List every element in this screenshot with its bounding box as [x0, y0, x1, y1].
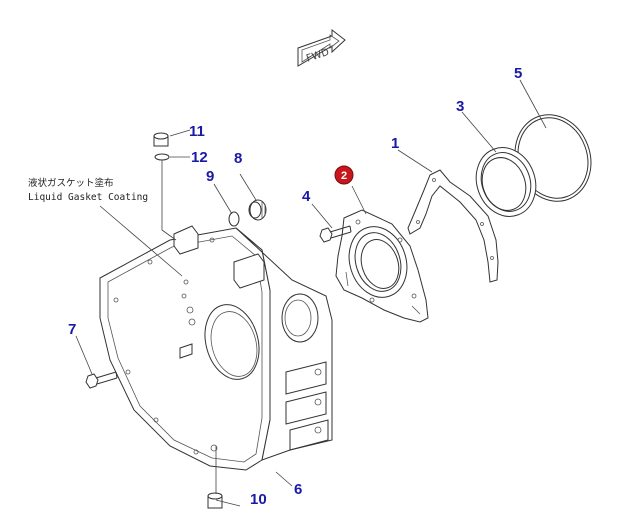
- plug-icon: [248, 199, 267, 221]
- highlight-badge: 2: [334, 165, 354, 185]
- callout-8: 8: [234, 150, 242, 167]
- note-english: Liquid Gasket Coating: [28, 192, 148, 203]
- callout-1: 1: [391, 135, 399, 152]
- liquid-gasket-note: 液状ガスケット塗布 Liquid Gasket Coating: [28, 177, 148, 203]
- callout-7: 7: [68, 321, 76, 338]
- callout-10: 10: [250, 491, 267, 508]
- callout-4: 4: [302, 188, 311, 205]
- callout-2: 2: [341, 170, 347, 182]
- callout-6: 6: [294, 481, 302, 498]
- leader-lines: [75, 79, 547, 507]
- bolt-icon: [319, 225, 352, 243]
- callout-5: 5: [514, 65, 522, 82]
- callout-9: 9: [206, 168, 214, 185]
- flywheel-housing-icon: [99, 225, 333, 471]
- callout-11: 11: [189, 123, 205, 140]
- plug-icon: [207, 492, 223, 509]
- gasket-icon: [407, 169, 499, 283]
- o-ring-icon: [228, 211, 240, 227]
- plug-icon: [153, 132, 169, 147]
- callout-3: 3: [456, 98, 464, 115]
- fwd-arrow-icon: FWD: [297, 28, 346, 67]
- note-japanese: 液状ガスケット塗布: [28, 177, 114, 189]
- callout-12: 12: [191, 149, 208, 166]
- bolt-icon: [85, 371, 118, 389]
- seal-cover-icon: [335, 209, 429, 323]
- o-ring-icon: [154, 153, 170, 161]
- oil-seal-icon: [475, 147, 537, 217]
